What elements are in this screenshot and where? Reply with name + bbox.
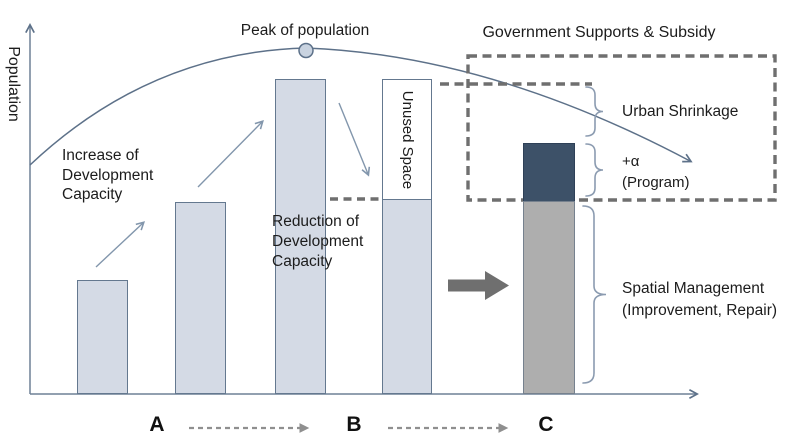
increase-capacity-line-1: Increase of <box>62 147 139 164</box>
stage-c-label: C <box>538 413 554 436</box>
y-axis-label: Population <box>5 46 22 122</box>
government-support-dashed-box <box>466 54 777 202</box>
stage-a-label: A <box>149 413 165 436</box>
program-brace <box>585 143 604 197</box>
spatial-management-label: Spatial Management (Improvement, Repair) <box>622 278 777 322</box>
reduction-capacity-line-2: Development <box>272 233 364 250</box>
program-label: (Program) <box>622 174 690 191</box>
peak-marker-dot <box>298 42 314 59</box>
growth-arrow-2 <box>197 120 264 188</box>
government-supports-label: Government Supports & Subsidy <box>482 24 716 41</box>
bar-c-management-segment <box>523 201 575 394</box>
growth-arrow-1 <box>95 221 146 268</box>
capacity-bar-2 <box>175 202 226 394</box>
plus-alpha-label: +α <box>622 153 640 170</box>
population-curve <box>29 47 693 166</box>
unused-space-label: Unused Space <box>399 90 416 190</box>
urban-shrinkage-label: Urban Shrinkage <box>622 103 739 120</box>
reduction-capacity-line-1: Reduction of <box>272 213 360 230</box>
reduction-capacity-label: Reduction of Development Capacity <box>272 212 392 272</box>
decline-arrow <box>338 102 371 177</box>
capacity-bar-peak <box>275 79 326 394</box>
increase-capacity-label: Increase of Development Capacity <box>62 146 192 205</box>
bar-c-program-segment <box>523 143 575 202</box>
increase-capacity-line-3: Capacity <box>62 186 123 203</box>
spatial-management-brace <box>582 205 607 384</box>
spatial-management-line-1: Spatial Management <box>622 280 765 297</box>
urban-shrinkage-brace <box>585 86 604 137</box>
capacity-bar-b-unused <box>382 79 432 394</box>
peak-of-population-label: Peak of population <box>240 22 370 39</box>
capacity-bar-1 <box>77 280 128 394</box>
spatial-management-line-2: (Improvement, Repair) <box>622 302 778 319</box>
reduction-capacity-line-3: Capacity <box>272 253 333 270</box>
stage-b-label: B <box>346 413 362 436</box>
transition-big-arrow <box>448 271 509 300</box>
increase-capacity-line-2: Development <box>62 166 154 184</box>
capacity-bar-b-used-portion <box>383 199 431 393</box>
